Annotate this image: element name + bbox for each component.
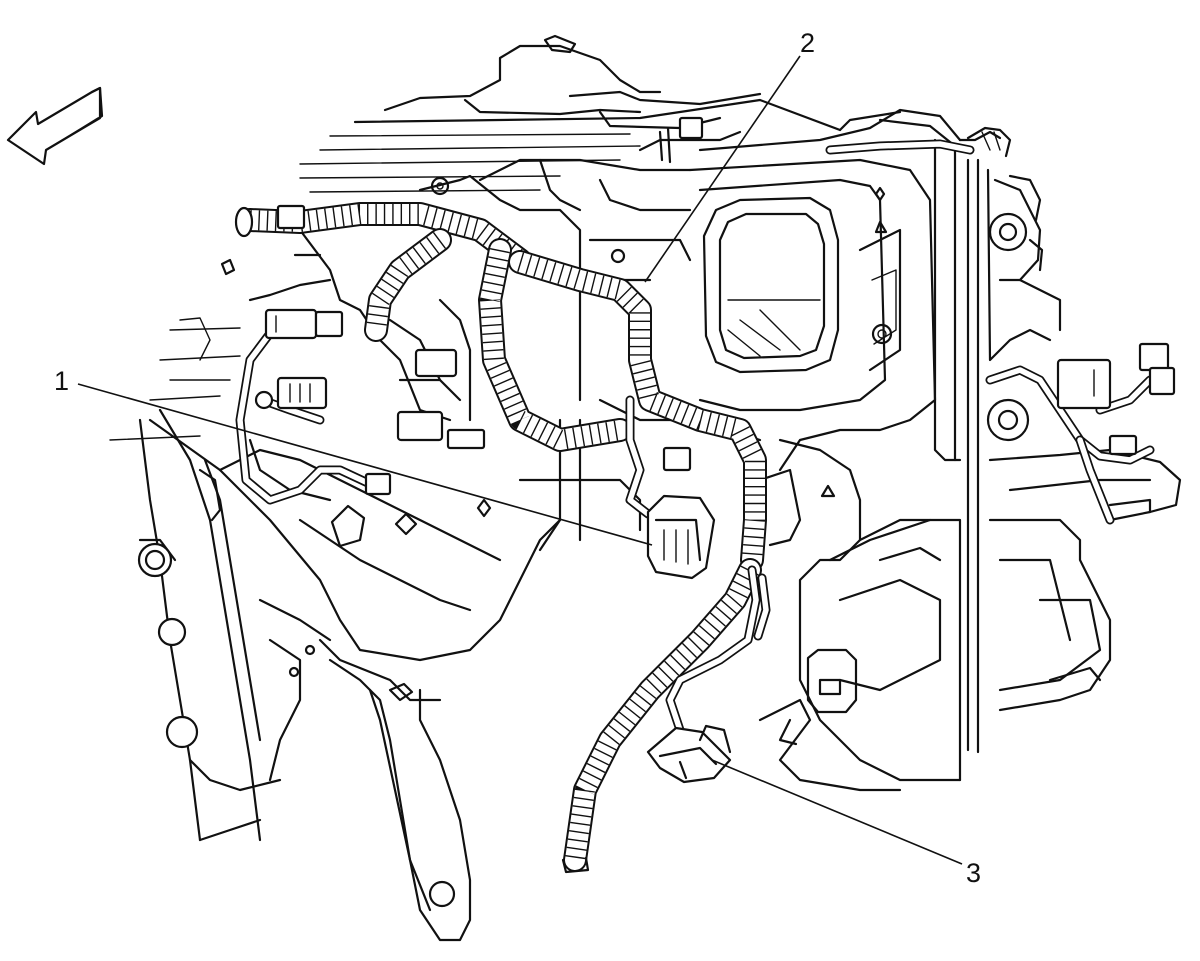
leader-line-3 [711, 759, 963, 865]
dash-panel-structure [109, 34, 1182, 942]
connector-callout-1 [646, 494, 716, 580]
connector-upper-left-2 [254, 376, 328, 410]
callout-label-3: 3 [966, 858, 981, 888]
front-direction-arrow-icon [6, 86, 104, 166]
connector-right-3 [1108, 434, 1138, 456]
connector-center-1 [396, 348, 486, 450]
callout-label-1: 1 [54, 366, 69, 396]
leader-line-1 [77, 383, 653, 546]
connector-right-2 [1138, 342, 1176, 396]
connector-callout-3 [646, 724, 732, 784]
connector-upper-left-1 [264, 308, 344, 340]
callout-leaders [77, 55, 963, 865]
callout-label-2: 2 [800, 28, 815, 58]
callout-labels: 1 2 3 [54, 28, 981, 888]
leader-line-2 [644, 55, 801, 283]
connectors [254, 116, 1176, 784]
connector-top-right [276, 116, 704, 230]
connector-small-center [662, 446, 692, 472]
connector-right-1 [1056, 358, 1112, 410]
connector-small-left [364, 472, 392, 496]
